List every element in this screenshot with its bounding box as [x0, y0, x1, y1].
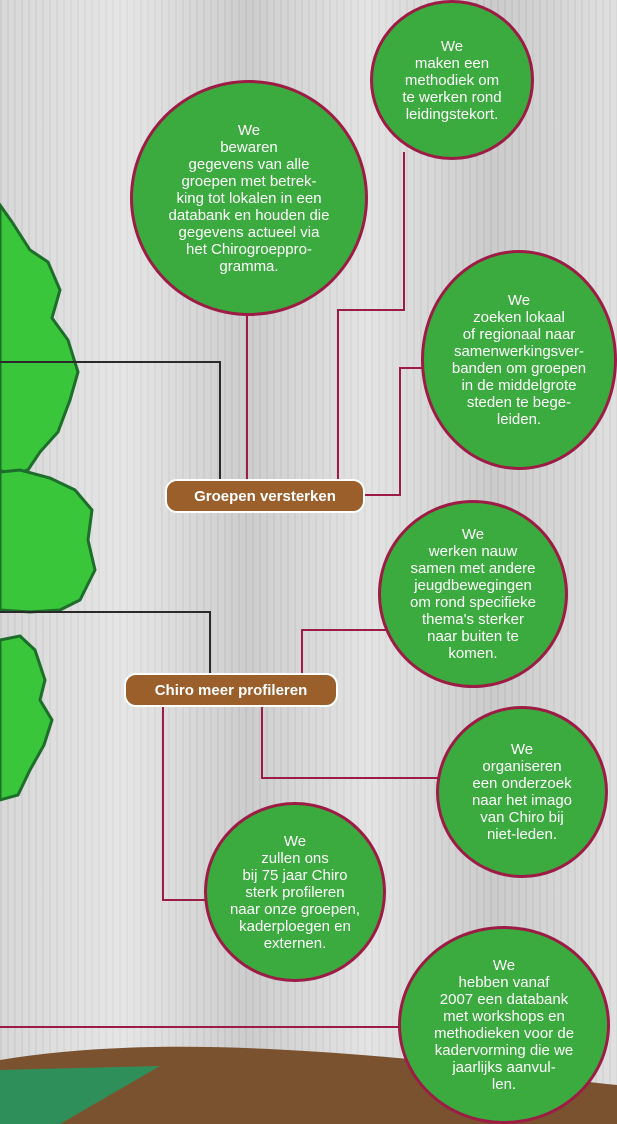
- connector-profileren-75jaar: [162, 701, 215, 901]
- connector-profileren-imago: [261, 701, 442, 779]
- bubble-leidingstekort: We maken een methodiek om te werken rond…: [370, 0, 534, 160]
- label-chiro-meer-profileren: Chiro meer profileren: [124, 673, 338, 707]
- connector-groepen-leidingstekort: [337, 152, 405, 480]
- map-shape-upper: [0, 202, 80, 477]
- bubble-75jaar: We zullen ons bij 75 jaar Chiro sterk pr…: [204, 802, 386, 982]
- map-shape-lower: [0, 634, 54, 802]
- bubble-samenwerking: We zoeken lokaal of regionaal naar samen…: [421, 250, 617, 470]
- connector-profileren-jeugdbewegingen: [301, 629, 390, 680]
- bubble-jeugdbewegingen: We werken nauw samen met andere jeugdbew…: [378, 500, 568, 688]
- bubble-databank-lokalen: We bewaren gegevens van alle groepen met…: [130, 80, 368, 316]
- bubble-workshops: We hebben vanaf 2007 een databank met wo…: [398, 926, 610, 1124]
- ground-green-wedge: [0, 1066, 160, 1124]
- bubble-imago: We organiseren een onderzoek naar het im…: [436, 706, 608, 878]
- label-groepen-versterken: Groepen versterken: [165, 479, 365, 513]
- map-shape-middle: [0, 468, 97, 614]
